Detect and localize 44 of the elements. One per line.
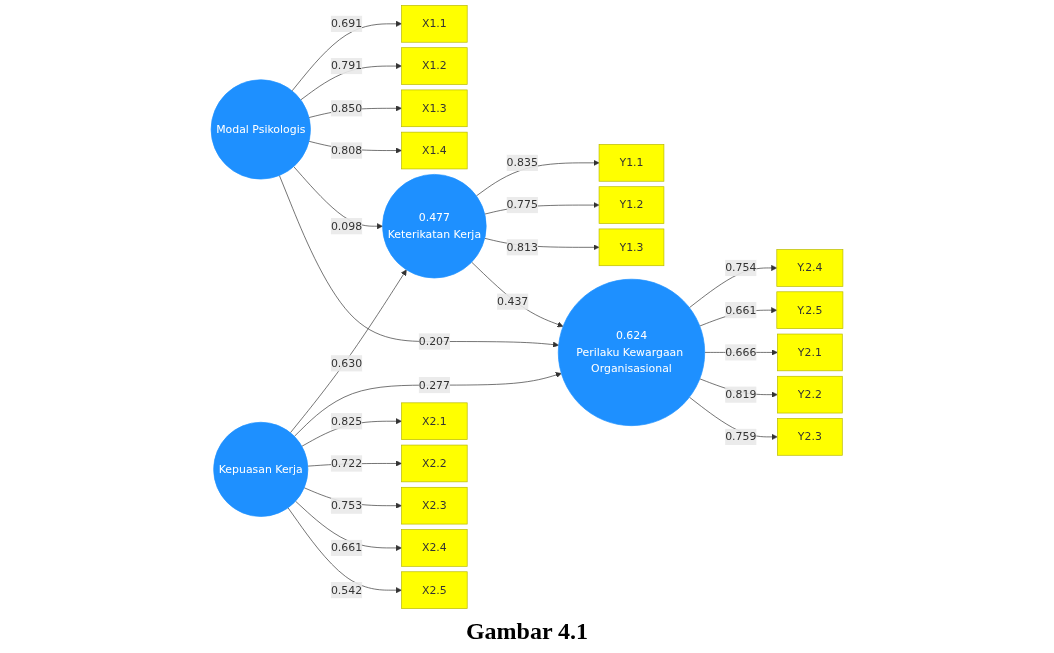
node-box: X1.4 [401,131,468,170]
edge-label: 0.098 [330,219,363,233]
node-circle: 0.624 Perilaku Kewargaan Organisasional [557,278,706,426]
node-box: X2.4 [401,529,468,567]
edge-label: 0.437 [497,294,529,308]
edge-label: 0.850 [330,101,363,115]
node-box: X1.1 [401,5,468,43]
edge-label: 0.808 [330,143,363,157]
node-box: X2.1 [401,402,468,440]
edge-label: 0.542 [330,583,363,597]
node-circle: Kepuasan Kerja [213,421,309,517]
edge-label: 0.753 [330,498,363,512]
node-box: Y1.1 [598,144,665,182]
edge-label: 0.661 [725,303,757,317]
node-box: X1.3 [401,89,468,128]
edge-label: 0.661 [330,541,363,555]
edge-label: 0.666 [725,345,757,359]
node-box: Y2.2 [777,375,843,414]
node-box: Y2.3 [777,418,843,456]
edge-label: 0.775 [506,198,538,212]
node-box: Y1.3 [598,228,665,267]
node-box: Y.2.4 [776,249,844,287]
node-box: X1.2 [401,47,468,85]
node-circle: 0.477 Keterikatan Kerja [382,174,487,279]
edge-label: 0.825 [330,414,363,428]
edge-label: 0.754 [725,261,757,275]
edge-label: 0.791 [330,59,363,73]
node-box: X2.5 [401,571,468,609]
edge-label: 0.207 [418,334,450,348]
edge-label: 0.630 [330,356,363,370]
node-box: Y2.1 [777,333,843,372]
node-box: X2.3 [401,486,468,525]
edge-label: 0.722 [330,456,363,470]
edge-label: 0.759 [725,430,757,444]
node-box: X2.2 [401,444,468,483]
node-box: Y.2.5 [776,291,844,329]
node-box: Y1.2 [598,186,665,224]
edge-label: 0.835 [506,156,538,169]
edge-label: 0.813 [506,240,538,254]
edge-label: 0.691 [330,17,363,30]
edge-label: 0.819 [725,387,757,401]
edge-label: 0.277 [418,378,450,392]
caption: Gambar 4.1 [465,618,589,645]
node-circle: Modal Psikologis [210,79,311,180]
